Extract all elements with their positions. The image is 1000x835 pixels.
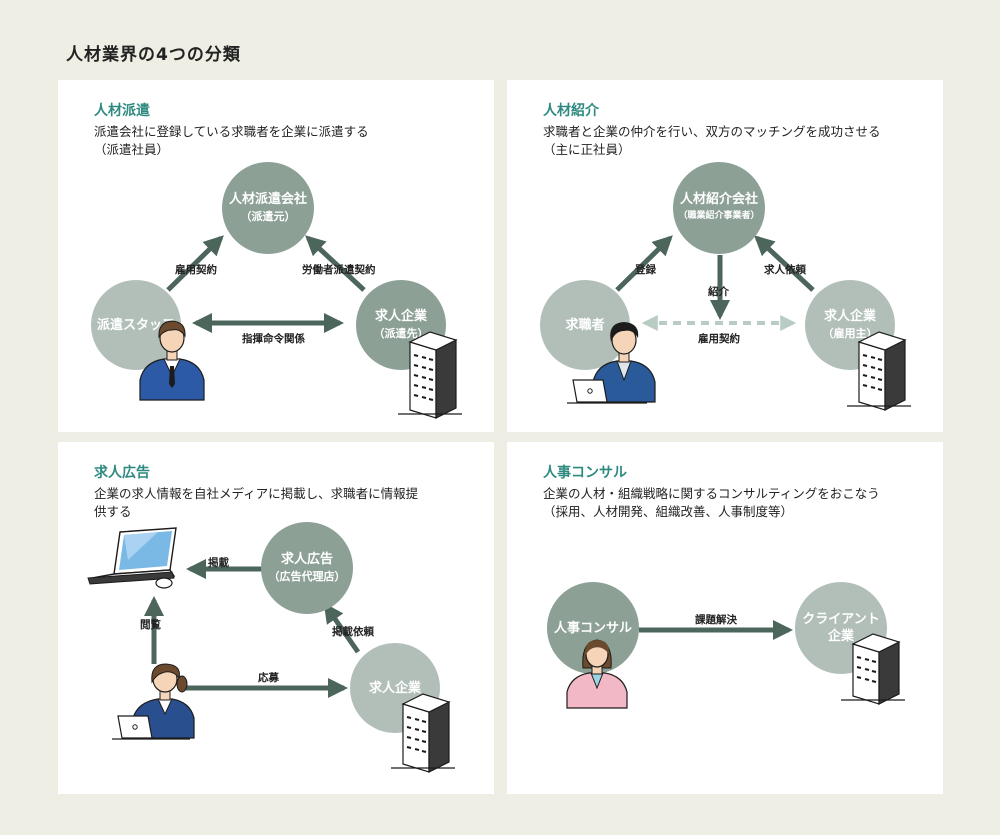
diagram-arrows — [144, 559, 361, 698]
panel-description: 派遣会社に登録している求職者を企業に派遣する （派遣社員） — [94, 124, 369, 157]
node-ad-agency: 求人広告 （広告代理店） — [261, 522, 353, 614]
diagram-arrows — [615, 235, 815, 331]
node-employer: 求人企業 （雇用主） — [805, 280, 895, 370]
arrow-register — [615, 235, 673, 292]
arrow-job-request — [754, 235, 815, 292]
building-icon — [391, 693, 455, 773]
panel-description: 企業の求人情報を自社メディアに掲載し、求職者に情報提 供する — [94, 486, 419, 519]
label-job-request: 求人依頼 — [764, 264, 806, 276]
label-introduce: 紹介 — [708, 286, 729, 298]
label-command: 指揮命令関係 — [242, 333, 305, 345]
panel-hr-consulting: 人事コンサル 企業の人材・組織戦略に関するコンサルティングをおこなう （採用、人… — [507, 442, 943, 794]
panel-job-ads: 求人広告 企業の求人情報を自社メディアに掲載し、求職者に情報提 供する 求人広告… — [58, 442, 494, 794]
label-employment-contract: 雇用契約 — [698, 333, 740, 345]
label-ad-request: 掲載依頼 — [332, 626, 374, 638]
building-icon — [841, 633, 905, 705]
consultant-woman-icon — [566, 639, 628, 709]
label-dispatch-contract: 労働者派遣契約 — [302, 264, 376, 276]
page-title: 人材業界の4つの分類 — [66, 45, 241, 65]
diagram-arrows — [166, 235, 366, 333]
jobseeker-person-icon — [567, 322, 656, 404]
label-employment: 雇用契約 — [175, 264, 217, 276]
arrow-dispatch-contract — [305, 235, 366, 292]
building-icon — [847, 331, 911, 411]
panel-description: 企業の人材・組織戦略に関するコンサルティングをおこなう （採用、人材開発、組織改… — [543, 486, 880, 519]
label-apply: 応募 — [258, 672, 279, 684]
panel-staffing: 人材派遣 派遣会社に登録している求職者を企業に派遣する （派遣社員） 人材派遣会… — [58, 80, 494, 432]
laptop-icon — [87, 527, 177, 589]
building-icon — [398, 331, 462, 419]
staff-person-icon — [139, 320, 205, 401]
panel-title: 人事コンサル — [543, 465, 627, 481]
diagram-arrows — [639, 620, 793, 640]
node-staffing-agency: 人材派遣会社 （派遣元） — [222, 162, 314, 254]
label-register: 登録 — [635, 264, 656, 276]
node-placement-agency: 人材紹介会社 （職業紹介事業者） — [673, 162, 765, 254]
label-view: 閲覧 — [140, 619, 161, 631]
arrow-employment — [166, 235, 224, 292]
panel-placement: 人材紹介 求職者と企業の仲介を行い、双方のマッチングを成功させる （主に正社員）… — [507, 80, 943, 432]
label-problem-solving: 課題解決 — [695, 614, 737, 626]
jobseeker-woman-icon — [112, 663, 195, 740]
panel-title: 人材派遣 — [94, 103, 150, 119]
label-post: 掲載 — [208, 557, 229, 569]
panel-description: 求職者と企業の仲介を行い、双方のマッチングを成功させる （主に正社員） — [543, 124, 881, 157]
arrow-ad-request — [323, 602, 361, 654]
panel-title: 人材紹介 — [543, 103, 599, 119]
panel-title: 求人広告 — [94, 465, 150, 481]
